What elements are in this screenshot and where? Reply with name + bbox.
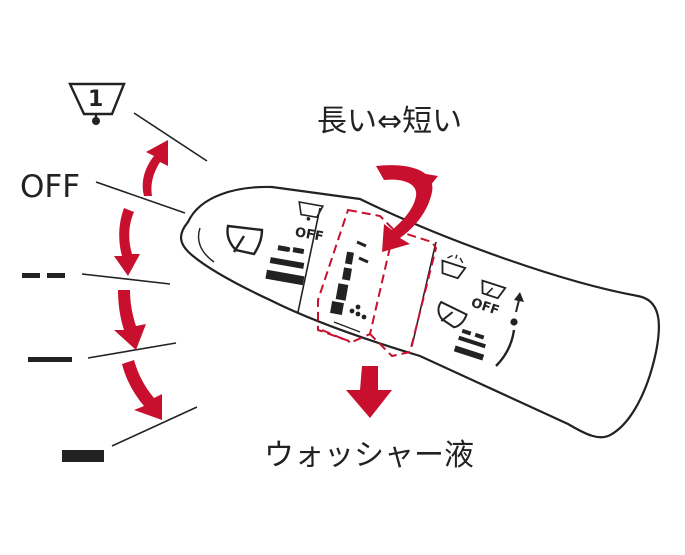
ring-marker-4 [330, 301, 344, 315]
ring-highlight-bottom [321, 329, 351, 343]
off-label: OFF [20, 169, 80, 205]
knob-dot [510, 318, 518, 326]
knob-highlight-outline [369, 229, 438, 358]
ring-dot-3 [361, 314, 367, 320]
arrow-down-high [122, 360, 162, 420]
tip-bar-mid [269, 257, 305, 269]
ring-off-label: OFF [294, 225, 325, 245]
ring-tick-1 [356, 240, 367, 248]
level-dash-short-1 [22, 273, 40, 278]
lever-tip-seam [197, 227, 215, 263]
knob-dash-2 [474, 332, 485, 340]
knob-wiper-icon [437, 300, 468, 329]
level-dash-mid [28, 357, 72, 362]
knob-dash-1 [461, 328, 472, 336]
left-arrow-group [114, 140, 168, 420]
ring-dash-2 [293, 248, 303, 254]
ring-dot-4 [355, 304, 361, 310]
leader-line-intermittent [81, 273, 171, 285]
knob-mist-icon [481, 279, 507, 300]
washer-label: ウォッシャー液 [264, 438, 474, 473]
knob-washer-icon [441, 254, 467, 280]
arrow-down-intermittent [114, 208, 140, 276]
level-dash-long [62, 450, 104, 462]
leader-line-off [95, 181, 186, 214]
ring-dot-2 [355, 311, 361, 317]
leader-line-mist [133, 112, 208, 162]
ring-bottom-edge [333, 321, 361, 333]
ring-highlight-outline [317, 208, 396, 344]
mist-digit: 1 [88, 87, 103, 112]
arrow-up-mist [142, 140, 168, 196]
length-label: 長い⇔短い [317, 104, 462, 139]
leader-line-high [111, 406, 198, 447]
ring-dot-1 [349, 308, 355, 314]
knob-bar-1 [458, 335, 486, 349]
washer-down-arrow [346, 366, 392, 418]
ring-dash-1 [281, 246, 291, 252]
level-dash-short-2 [47, 273, 65, 278]
knob-bar-2 [453, 345, 485, 361]
mist-wiper-icon [68, 82, 126, 125]
knob-up-arrowhead [514, 292, 524, 302]
ring-marker-3 [335, 283, 349, 301]
tip-wiper-icon [226, 224, 264, 256]
arrow-down-low [114, 290, 146, 350]
ring-mist-icon [298, 201, 325, 221]
lever-ring-divider [297, 207, 321, 313]
ring-marker-2 [342, 267, 352, 281]
ring-rotation-arrow [376, 165, 438, 252]
ring-marker-1 [345, 251, 354, 265]
knob-arc-indicator [495, 329, 516, 367]
tip-bar-long [265, 269, 305, 286]
leader-line-low [87, 342, 177, 359]
ring-tick-2 [358, 256, 369, 264]
